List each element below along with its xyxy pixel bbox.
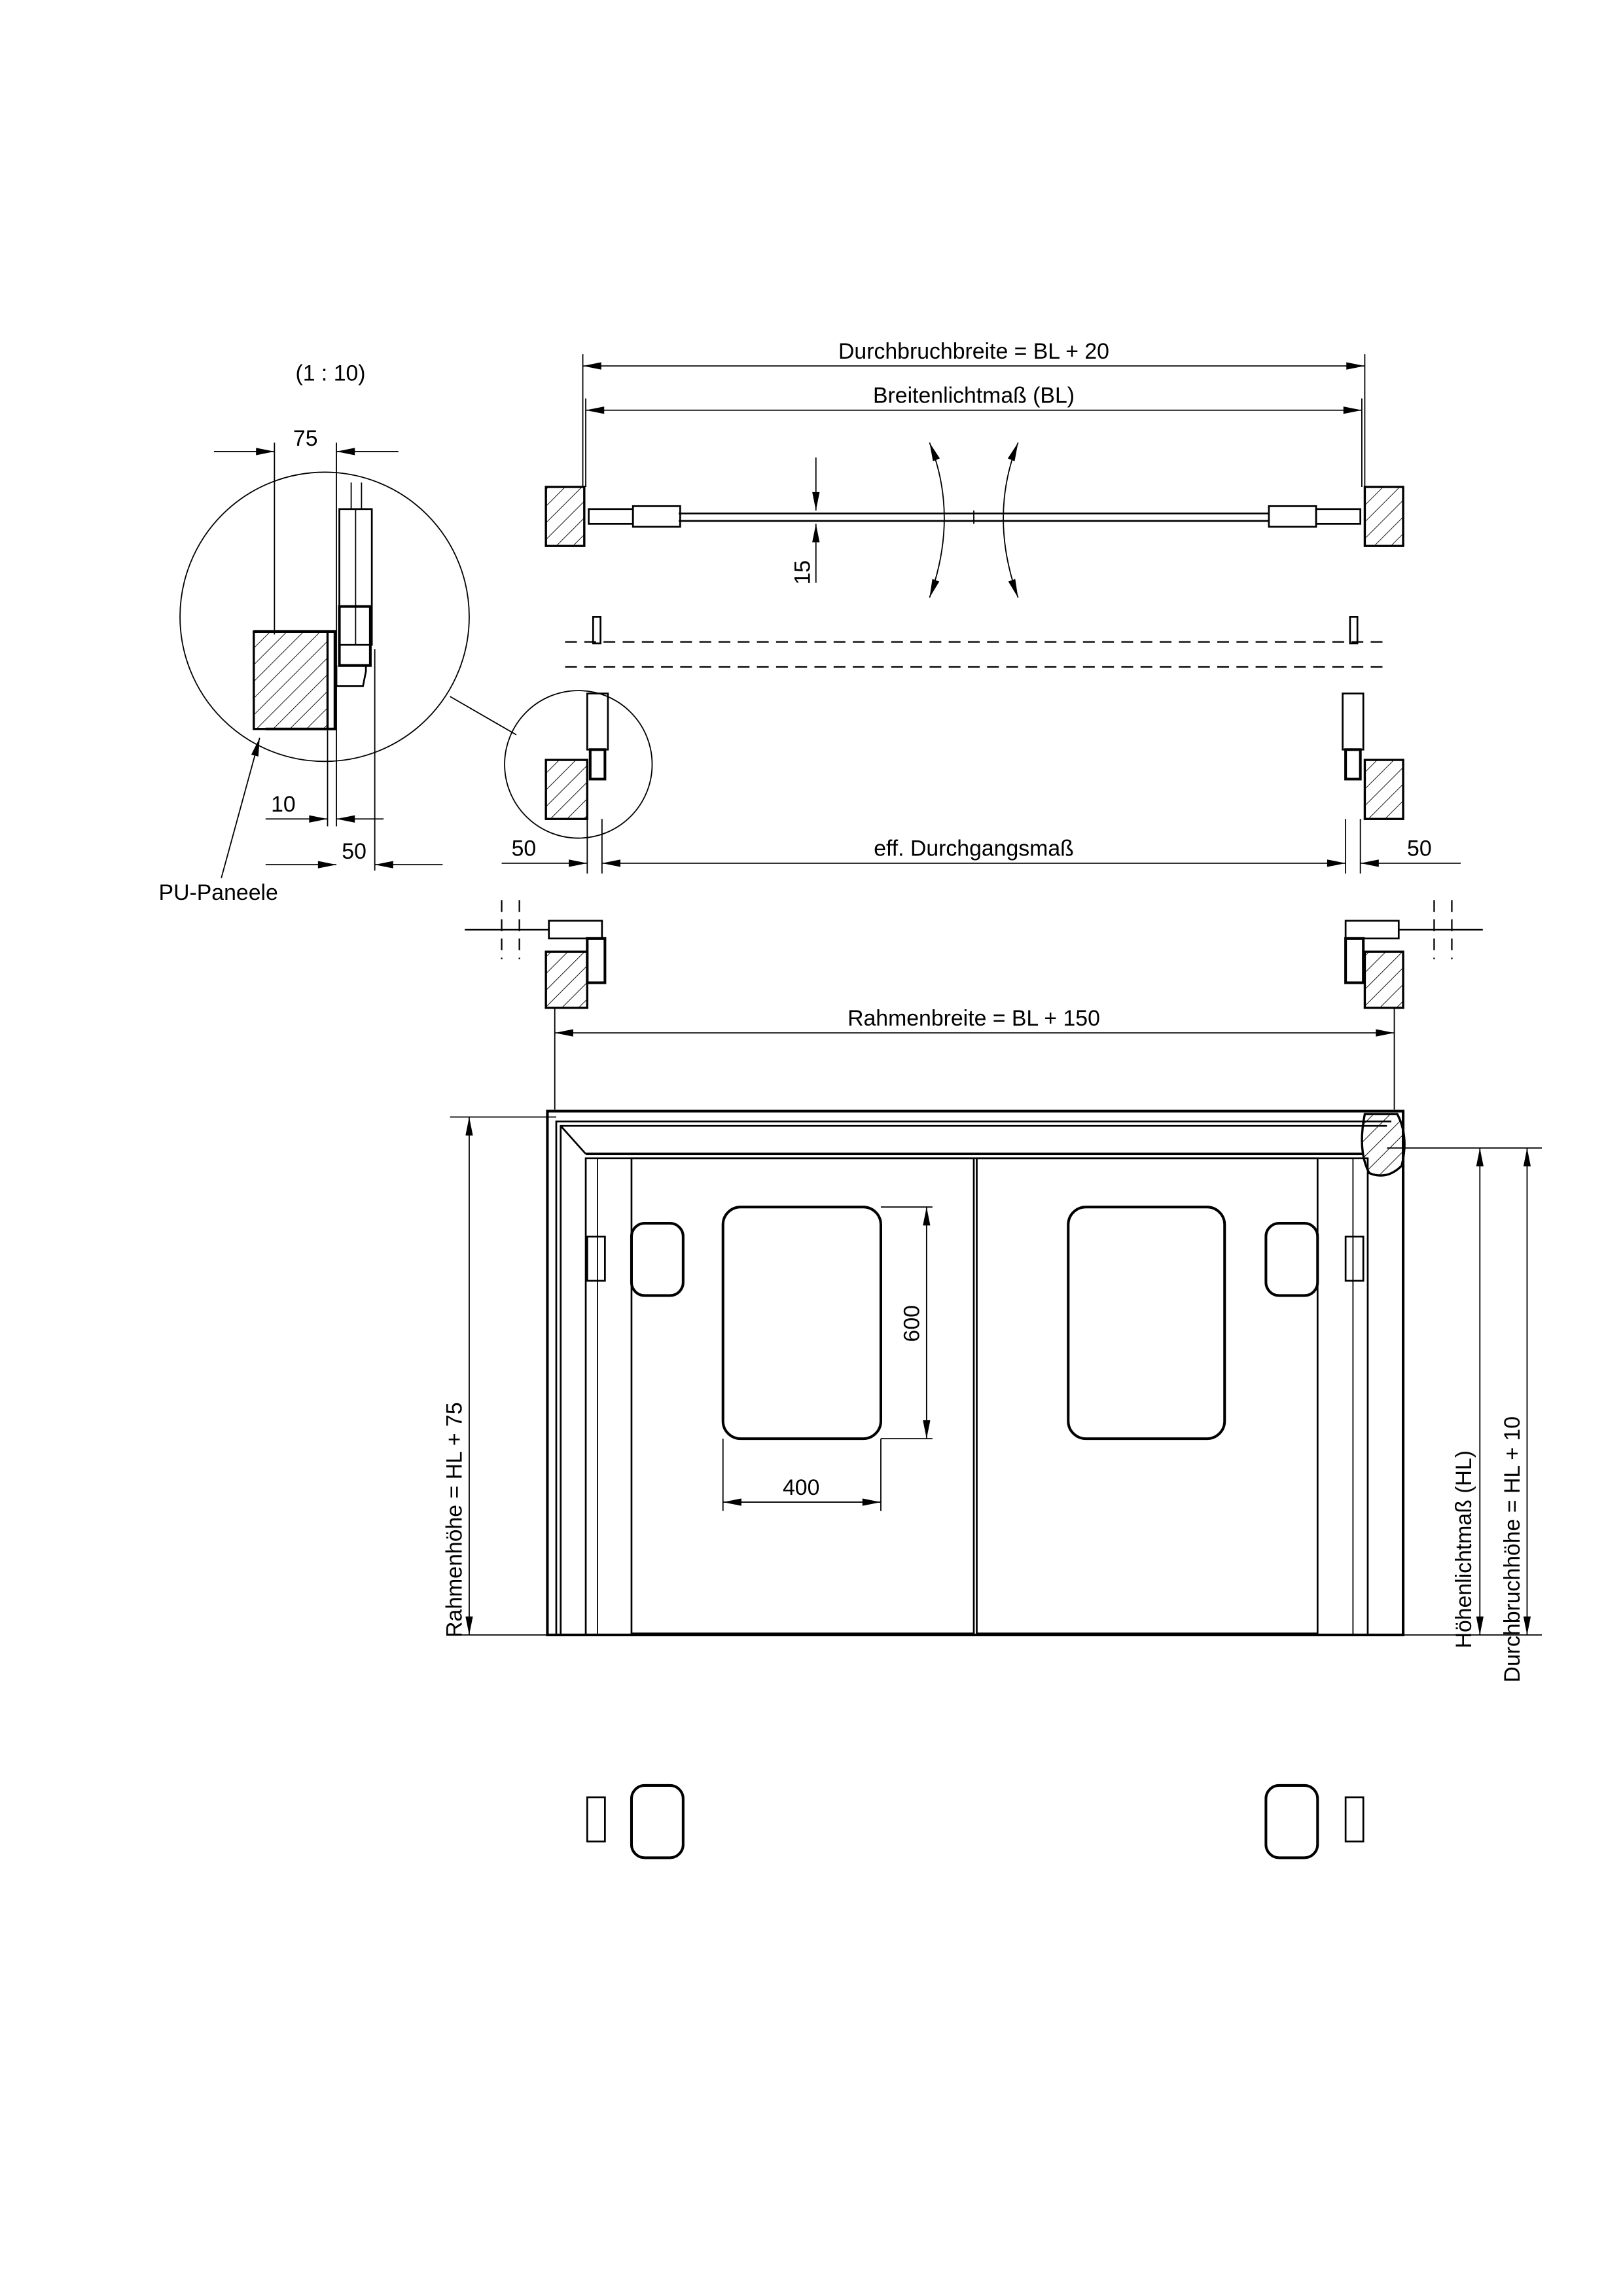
dim-50-detail: 50	[342, 839, 366, 864]
eff-durchgangsmass-label: eff. Durchgangsmaß	[874, 836, 1074, 861]
door-elevation: 600 400 Rahmenhöhe = HL + 75 Höhenlichtm…	[442, 1109, 1542, 1859]
plan-view-frame: 50 eff. Durchgangsmaß 50	[501, 616, 1461, 874]
breitenlichtmass-label: Breitenlichtmaß (BL)	[873, 383, 1075, 408]
durchbruchbreite-label: Durchbruchbreite = BL + 20	[838, 339, 1109, 364]
dim-50-left: 50	[512, 836, 537, 861]
window-width-dim: 400	[783, 1475, 819, 1500]
hinge-top-right	[1264, 1221, 1364, 1297]
hoehenlichtmass-label: Höhenlichtmaß (HL)	[1452, 1450, 1476, 1648]
dim-75: 75	[293, 426, 318, 451]
hinge-top-left	[586, 1221, 685, 1297]
plan-view-open: Rahmenbreite = BL + 150	[465, 900, 1483, 1110]
plan-view-closed: Durchbruchbreite = BL + 20 Breitenlichtm…	[544, 339, 1404, 598]
window-height-dim: 600	[900, 1305, 925, 1342]
hinge-bottom-right	[1264, 1784, 1364, 1859]
dim-15: 15	[791, 560, 815, 585]
dim-50-right: 50	[1407, 836, 1432, 861]
dim-10: 10	[271, 792, 296, 817]
rahmenbreite-label: Rahmenbreite = BL + 150	[847, 1006, 1100, 1031]
rahmenhoehe-label: Rahmenhöhe = HL + 75	[442, 1402, 467, 1638]
hinge-bottom-left	[586, 1784, 685, 1859]
durchbruchhoehe-label: Durchbruchhöhe = HL + 10	[1500, 1416, 1525, 1682]
detail-view: 75 10 50 PU-Paneele	[159, 426, 517, 905]
pu-paneele-label: PU-Paneele	[159, 880, 278, 905]
scale-label: (1 : 10)	[295, 361, 365, 386]
